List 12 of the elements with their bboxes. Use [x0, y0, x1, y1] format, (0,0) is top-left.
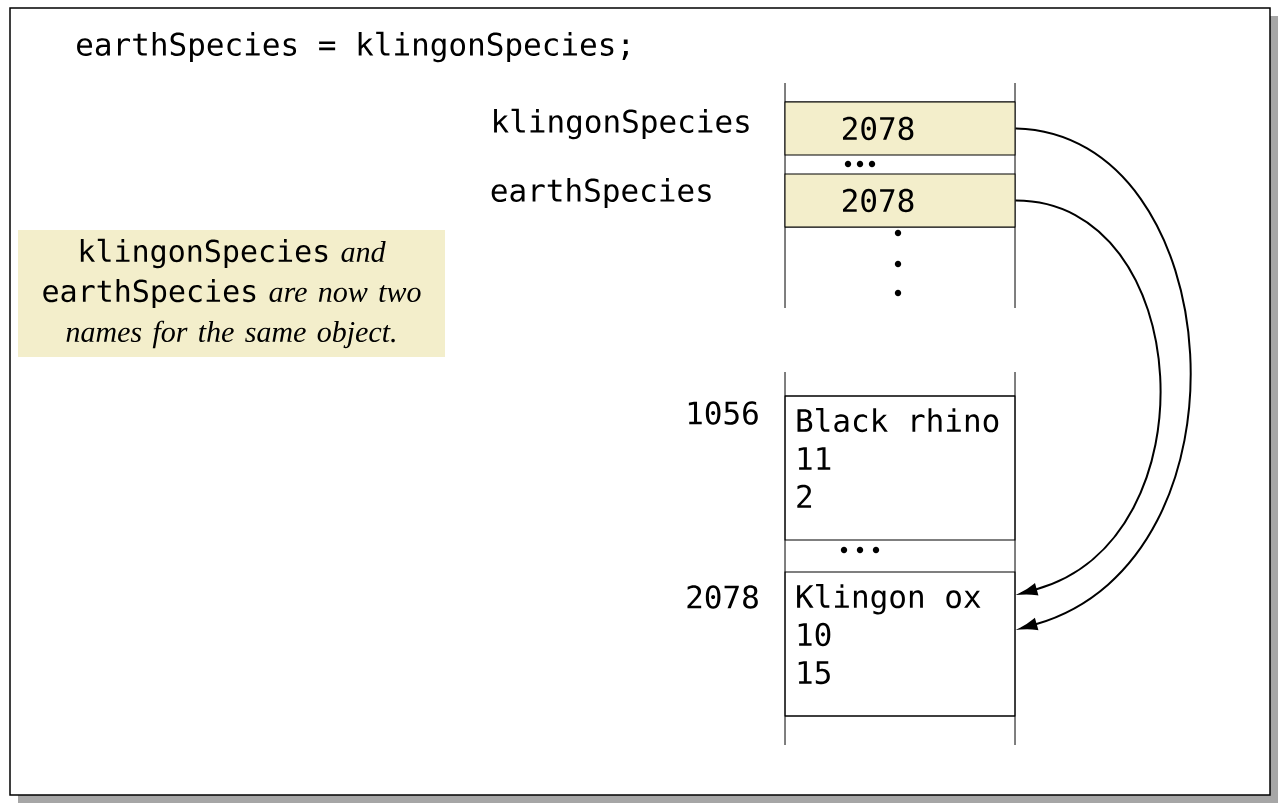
variable-cell: 2078	[784, 173, 1016, 228]
object-box: Black rhino 11 2	[784, 395, 1016, 541]
variable-name: klingonSpecies	[494, 108, 749, 140]
arrow	[1014, 199, 1162, 596]
note-box: klingonSpecies and earthSpecies are now two names for the same object.	[18, 230, 445, 357]
arrow	[1014, 127, 1192, 630]
code-line: earthSpecies = klingonSpecies;	[77, 31, 628, 63]
address-label: 1056	[688, 401, 758, 425]
object-box: Klingon ox 10 15	[784, 571, 1016, 717]
variable-cell: 2078	[784, 101, 1016, 156]
address-label: 2078	[687, 585, 758, 609]
variable-name: earthSpecies	[491, 178, 711, 208]
